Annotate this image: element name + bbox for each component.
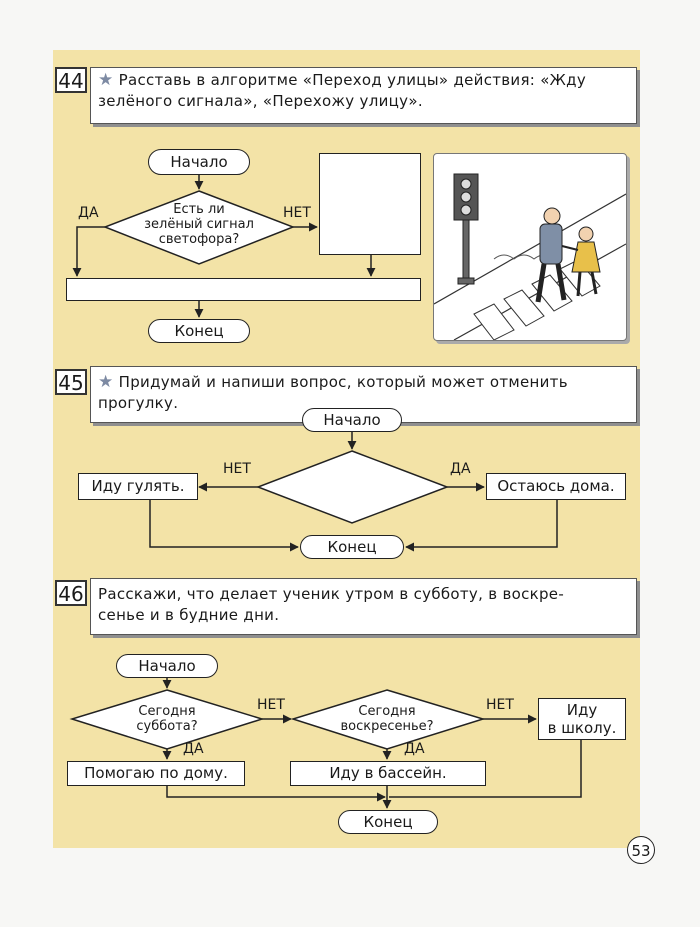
task-46-end: Конец [338,810,438,834]
task-44-yes-label: ДА [78,205,99,221]
star-icon: ★ [98,372,114,392]
task-44-no-label: НЕТ [283,205,311,221]
traffic-light-pedestrians-image [433,173,627,341]
task-46-action-weekday: Иду в школу. [538,698,626,740]
task-44-empty-action-box[interactable] [319,153,421,255]
task-46-yes-label-1: ДА [183,741,204,757]
task-46-no-label-2: НЕТ [486,697,514,713]
task-46-text: Расскажи, что делает ученик утром в субб… [98,584,633,626]
task-46-action-saturday: Помогаю по дому. [67,761,245,786]
task-44-box [90,67,637,124]
task-45-yes-label: ДА [450,461,471,477]
task-44-text: ★ Расставь в алгоритме «Переход улицы» д… [98,70,633,112]
task-46-question-saturday: Сегодня суббота? [136,704,198,734]
task-45-no-label: НЕТ [223,461,251,477]
task-44-number: 44 [55,67,87,93]
task-44-line2: зелёного сигнала», «Перехожу улицу». [98,92,423,110]
task-44-end: Конец [148,319,250,343]
task-45-line1: Придумай и напиши вопрос, который может … [118,373,568,391]
task-46-number: 46 [55,580,87,606]
task-44-empty-action-bar[interactable] [66,278,421,301]
task-44-line1: Расставь в алгоритме «Переход улицы» дей… [118,71,586,89]
task-45-text: ★ Придумай и напиши вопрос, который може… [98,372,633,414]
task-46-line1: Расскажи, что делает ученик утром в субб… [98,585,565,603]
task-46-yes-label-2: ДА [404,741,425,757]
task-46-line2: сенье и в будние дни. [98,606,280,624]
task-46-box [90,578,637,635]
task-46-action-sunday: Иду в бассейн. [290,761,486,786]
task-45-line2: прогулку. [98,394,179,412]
task-44-start: Начало [148,149,250,175]
task-44-question: Есть ли зелёный сигнал светофора? [144,202,254,247]
page-number: 53 [627,836,655,864]
task-45-start: Начало [302,408,402,432]
task-45-end: Конец [300,535,404,559]
task-46-question-sunday: Сегодня воскресенье? [340,704,434,734]
star-icon: ★ [98,70,114,90]
task-45-right-action: Остаюсь дома. [486,473,626,500]
task-46-no-label-1: НЕТ [257,697,285,713]
task-46-start: Начало [116,654,218,678]
task-45-left-action: Иду гулять. [78,473,198,500]
crossing-illustration [433,153,627,341]
task-45-number: 45 [55,369,87,395]
